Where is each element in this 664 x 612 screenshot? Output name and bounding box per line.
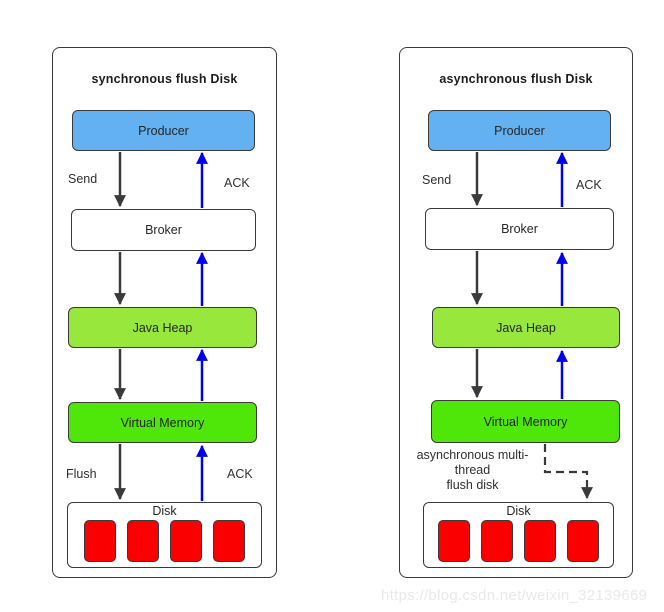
async-producer-box: Producer xyxy=(428,110,611,151)
disk-cell xyxy=(567,520,599,562)
async-disk-label: Disk xyxy=(506,504,531,518)
sync-java-heap-box: Java Heap xyxy=(68,307,257,348)
sync-broker-box: Broker xyxy=(71,209,256,251)
sync-disk-cells xyxy=(84,520,245,562)
disk-cell xyxy=(524,520,556,562)
sync-producer-box: Producer xyxy=(72,110,255,151)
async-send-label: Send xyxy=(422,173,452,187)
disk-cell xyxy=(213,520,245,562)
watermark-text: https://blog.csdn.net/weixin_32139669 xyxy=(381,587,648,604)
async-flush-note: asynchronous multi- thread flush disk xyxy=(405,448,540,493)
async-java-heap-box: Java Heap xyxy=(432,307,620,348)
async-ack-label: ACK xyxy=(576,178,602,192)
disk-cell xyxy=(84,520,116,562)
sync-ack-bottom-label: ACK xyxy=(227,467,253,481)
disk-cell xyxy=(481,520,513,562)
async-disk-box: Disk xyxy=(423,502,614,568)
sync-flush-label: Flush xyxy=(66,467,97,481)
sync-send-label: Send xyxy=(68,172,98,186)
sync-panel-title: synchronous flush Disk xyxy=(91,72,238,86)
disk-cell xyxy=(438,520,470,562)
sync-virtual-memory-box: Virtual Memory xyxy=(68,402,257,443)
async-flush-note-line: flush disk xyxy=(446,478,499,492)
sync-disk-label: Disk xyxy=(152,504,177,518)
sync-disk-box: Disk xyxy=(67,502,262,568)
sync-ack-top-label: ACK xyxy=(224,176,250,190)
async-virtual-memory-box: Virtual Memory xyxy=(431,400,620,443)
disk-cell xyxy=(127,520,159,562)
async-flush-note-line: thread xyxy=(454,463,491,477)
async-disk-cells xyxy=(438,520,599,562)
async-panel-title: asynchronous flush Disk xyxy=(439,72,593,86)
async-flush-note-line: asynchronous multi- xyxy=(416,448,529,462)
async-broker-box: Broker xyxy=(425,208,614,250)
disk-cell xyxy=(170,520,202,562)
